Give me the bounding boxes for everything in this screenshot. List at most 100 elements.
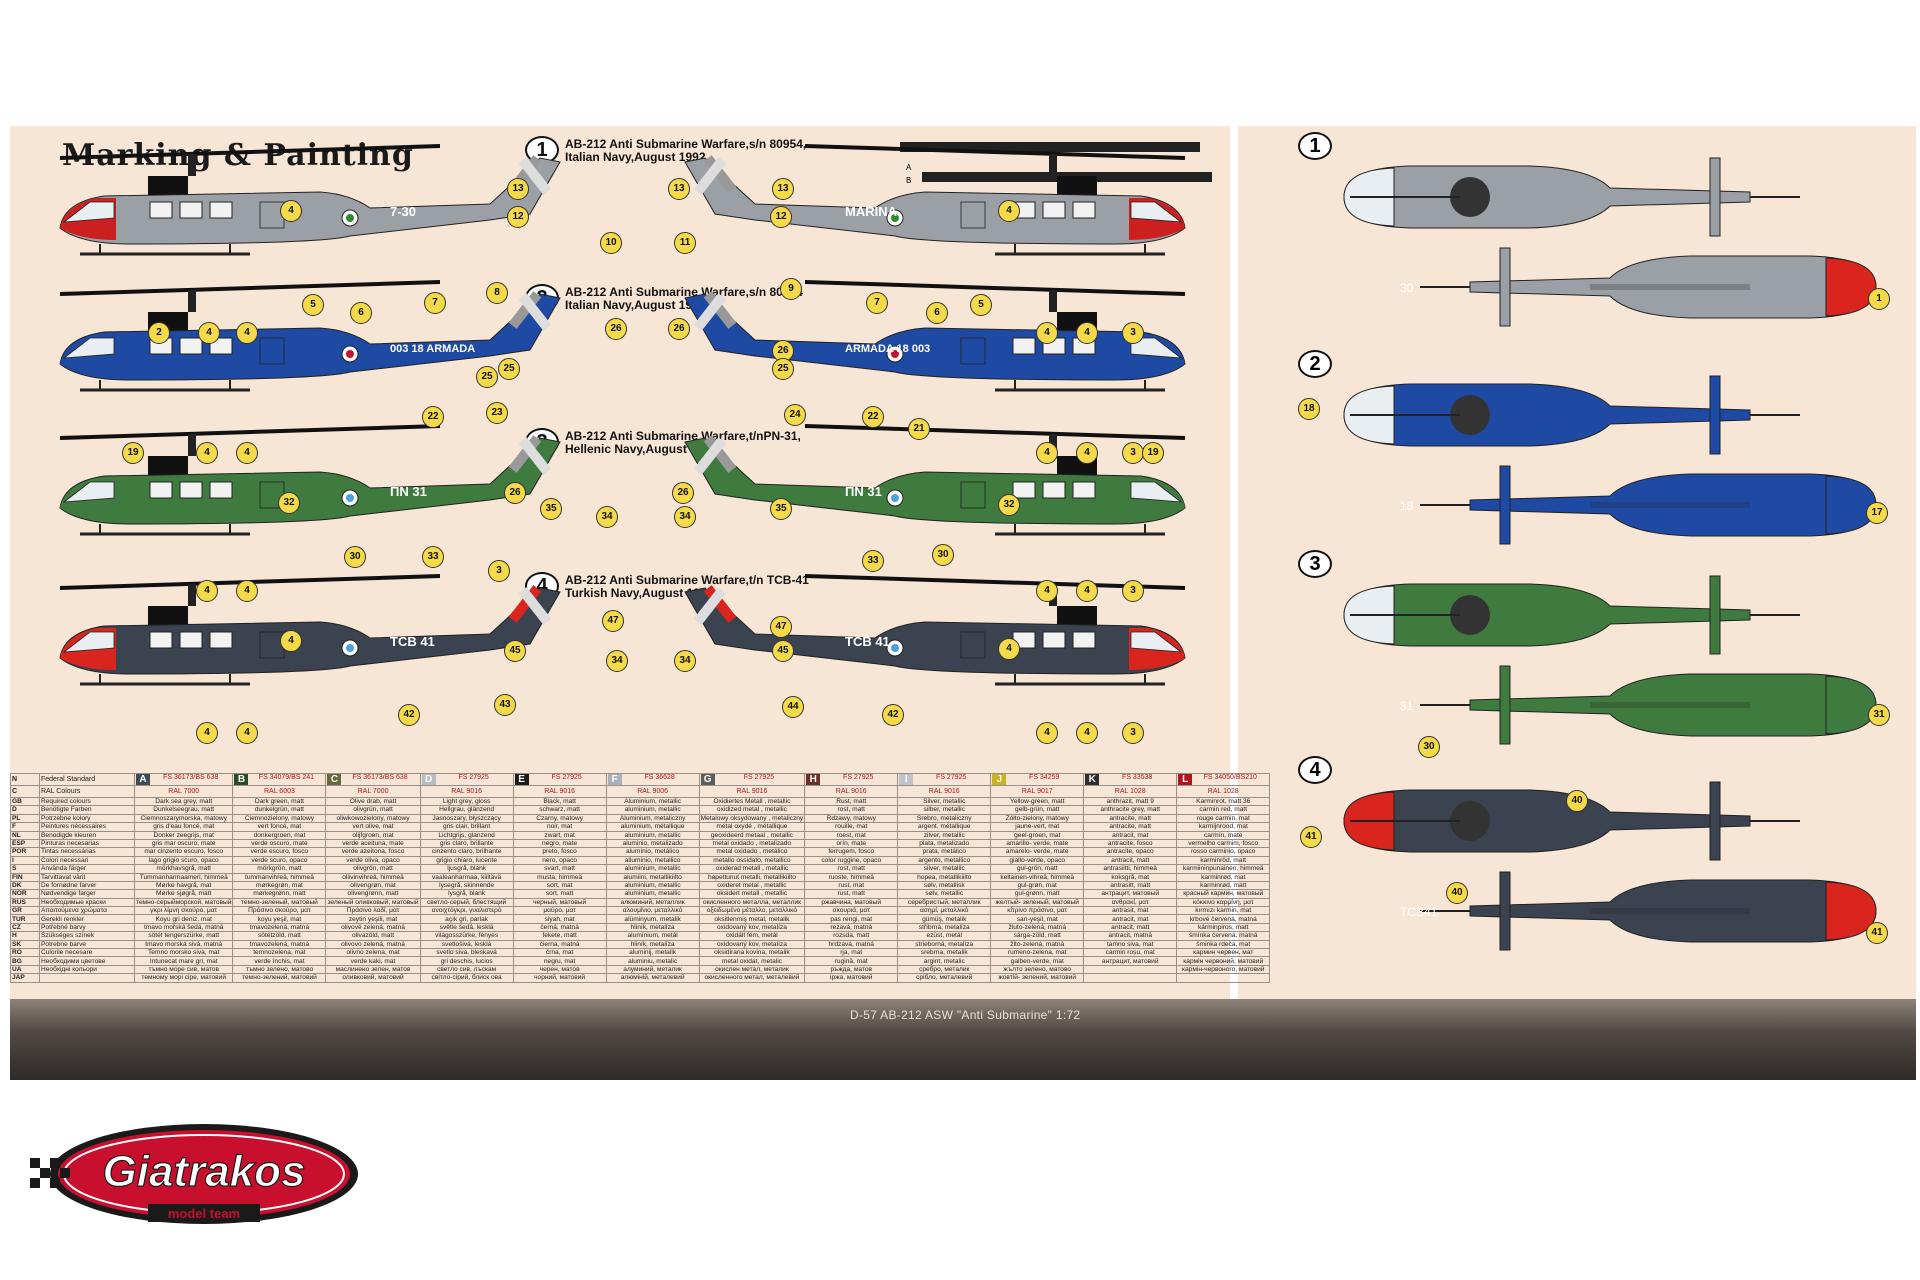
- table-cell: antracite, opaco: [1083, 847, 1178, 857]
- fs-code: FS 27925: [936, 774, 967, 782]
- table-cell: olivgrön, matt: [325, 864, 421, 874]
- table-cell: ръжда, матов: [804, 964, 899, 975]
- variant-title-line2: Italian Navy,August 1992: [565, 150, 706, 164]
- table-cell: gris clair, brillant: [419, 822, 514, 832]
- colour-letter: F: [607, 774, 622, 785]
- plan-variant-number: 2: [1298, 350, 1332, 378]
- table-cell: antracit, mat: [1083, 914, 1178, 924]
- callout-marker: 1: [1868, 288, 1890, 310]
- table-cell: olivno zelena, mat: [325, 948, 421, 958]
- table-cell: sølv, metallisk: [897, 880, 992, 891]
- table-cell: H: [10, 931, 40, 941]
- table-cell: oliwkowozielony, matowy: [325, 813, 421, 824]
- table-cell: verde aceituna, mate: [325, 838, 421, 849]
- table-cell: açık gri, parlak: [419, 914, 514, 924]
- table-cell: чорний, матовий: [512, 973, 607, 983]
- callout-marker: 8: [486, 282, 508, 304]
- table-cell: karminrød, mat: [1176, 872, 1271, 882]
- table-cell: темно-серыйморской, матовый: [133, 897, 234, 908]
- table-cell: RAL 7000: [325, 785, 421, 798]
- table-cell: Πράσινο λαδί, ματ: [325, 906, 421, 916]
- table-cell: D: [10, 805, 40, 815]
- callout-marker: 45: [772, 640, 794, 662]
- table-cell: giallo-verde, opaco: [990, 855, 1085, 866]
- table-cell: De fornødne farver: [39, 880, 135, 891]
- callout-marker: 26: [605, 318, 627, 340]
- table-cell: carmín, mate: [1176, 830, 1271, 840]
- table-cell: сребро, металик: [897, 964, 992, 975]
- callout-marker: 5: [302, 294, 324, 316]
- instruction-sheet: Marking & Painting 1 AB-212 Anti Submari…: [10, 126, 1916, 1080]
- table-cell: Pinturas necesarias: [39, 838, 135, 849]
- table-cell: gul-grön, matt: [990, 864, 1085, 874]
- table-cell: roest, mat: [804, 830, 899, 840]
- callout-marker: 40: [1566, 790, 1588, 812]
- table-cell: Oxidiertes Metall , metallic: [698, 796, 806, 807]
- table-cell: Hellgrau, glänzend: [419, 805, 514, 815]
- table-cell: PL: [10, 813, 40, 824]
- table-cell: gri deschis, lucios: [419, 956, 514, 966]
- table-cell: svart, matt: [512, 864, 607, 874]
- table-cell: oksidirana kovina, metalik: [698, 948, 806, 958]
- table-cell: светло сив, лъскам: [419, 964, 514, 975]
- table-cell: koyu yeşil, mat: [232, 914, 327, 924]
- table-cell: aluminium, metallic: [605, 805, 700, 815]
- table-cell: RAL 9006: [605, 785, 700, 798]
- table-cell: antrasit, mat: [1083, 906, 1178, 916]
- callout-marker: 12: [507, 206, 529, 228]
- side-code-text: ARMADA 18 003: [845, 343, 930, 355]
- table-cell: CZ: [10, 922, 40, 933]
- colour-letter: A: [136, 774, 150, 785]
- callout-marker: 35: [540, 498, 562, 520]
- svg-text:A: A: [906, 163, 912, 172]
- table-cell: aluminium, metallic: [605, 830, 700, 840]
- fs-code: FS 34259: [1029, 774, 1060, 782]
- table-cell: metal oxidado , metalizado: [698, 838, 806, 849]
- callout-marker: 40: [1446, 882, 1468, 904]
- table-cell: F: [10, 822, 40, 832]
- table-cell: rja, mat: [804, 948, 899, 958]
- callout-marker: 4: [196, 580, 218, 602]
- table-cell: verde oscuro, mate: [232, 838, 327, 849]
- callout-marker: 30: [344, 546, 366, 568]
- table-cell: hapettunut metalli, metallikiilto: [698, 872, 806, 882]
- table-cell: Donker zeegrijs, mat: [133, 830, 234, 840]
- table-cell: nero, opaco: [512, 855, 607, 866]
- table-cell: кармин червен, мат: [1176, 948, 1271, 958]
- table-cell: oksidert metall , metallic: [698, 889, 806, 899]
- callout-marker: 34: [596, 506, 618, 528]
- callout-marker: 22: [862, 406, 884, 428]
- fs-code: FS 27925: [551, 774, 582, 782]
- table-cell: vermelho carmim, fosco: [1176, 838, 1271, 849]
- table-cell: GB: [10, 796, 40, 807]
- callout-marker: 4: [196, 442, 218, 464]
- callout-marker: 9: [780, 278, 802, 300]
- table-cell: rozsda, matt: [804, 931, 899, 941]
- table-cell: αλουμίνιο, μεταλλικό: [605, 906, 700, 916]
- table-cell: RAL 9016: [804, 785, 899, 798]
- table-cell: rost, matt: [804, 805, 899, 815]
- callout-marker: 32: [278, 492, 300, 514]
- plan-variant-number: 3: [1298, 550, 1332, 578]
- table-cell: Olive drab, matt: [325, 796, 421, 807]
- table-cell: svetlošivá, lesklá: [419, 939, 514, 950]
- table-cell: antracit, matná: [1083, 931, 1178, 941]
- callout-marker: 4: [1036, 580, 1058, 602]
- table-cell: tmavo morská sivá, matná: [133, 939, 234, 950]
- table-cell: alluminio, metallico: [605, 855, 700, 866]
- table-cell: ruoste, himmeä: [804, 872, 899, 882]
- variant-title-line2: Italian Navy,August 1992: [565, 298, 706, 312]
- table-cell: POR: [10, 847, 40, 857]
- table-cell: carmin red, matt: [1176, 805, 1271, 815]
- table-cell: aluminium, metallic: [605, 880, 700, 891]
- plan-top-view-4: [1343, 781, 1800, 861]
- table-cell: jaune-vert, mat: [990, 822, 1085, 832]
- table-cell: alumínium, metál: [605, 931, 700, 941]
